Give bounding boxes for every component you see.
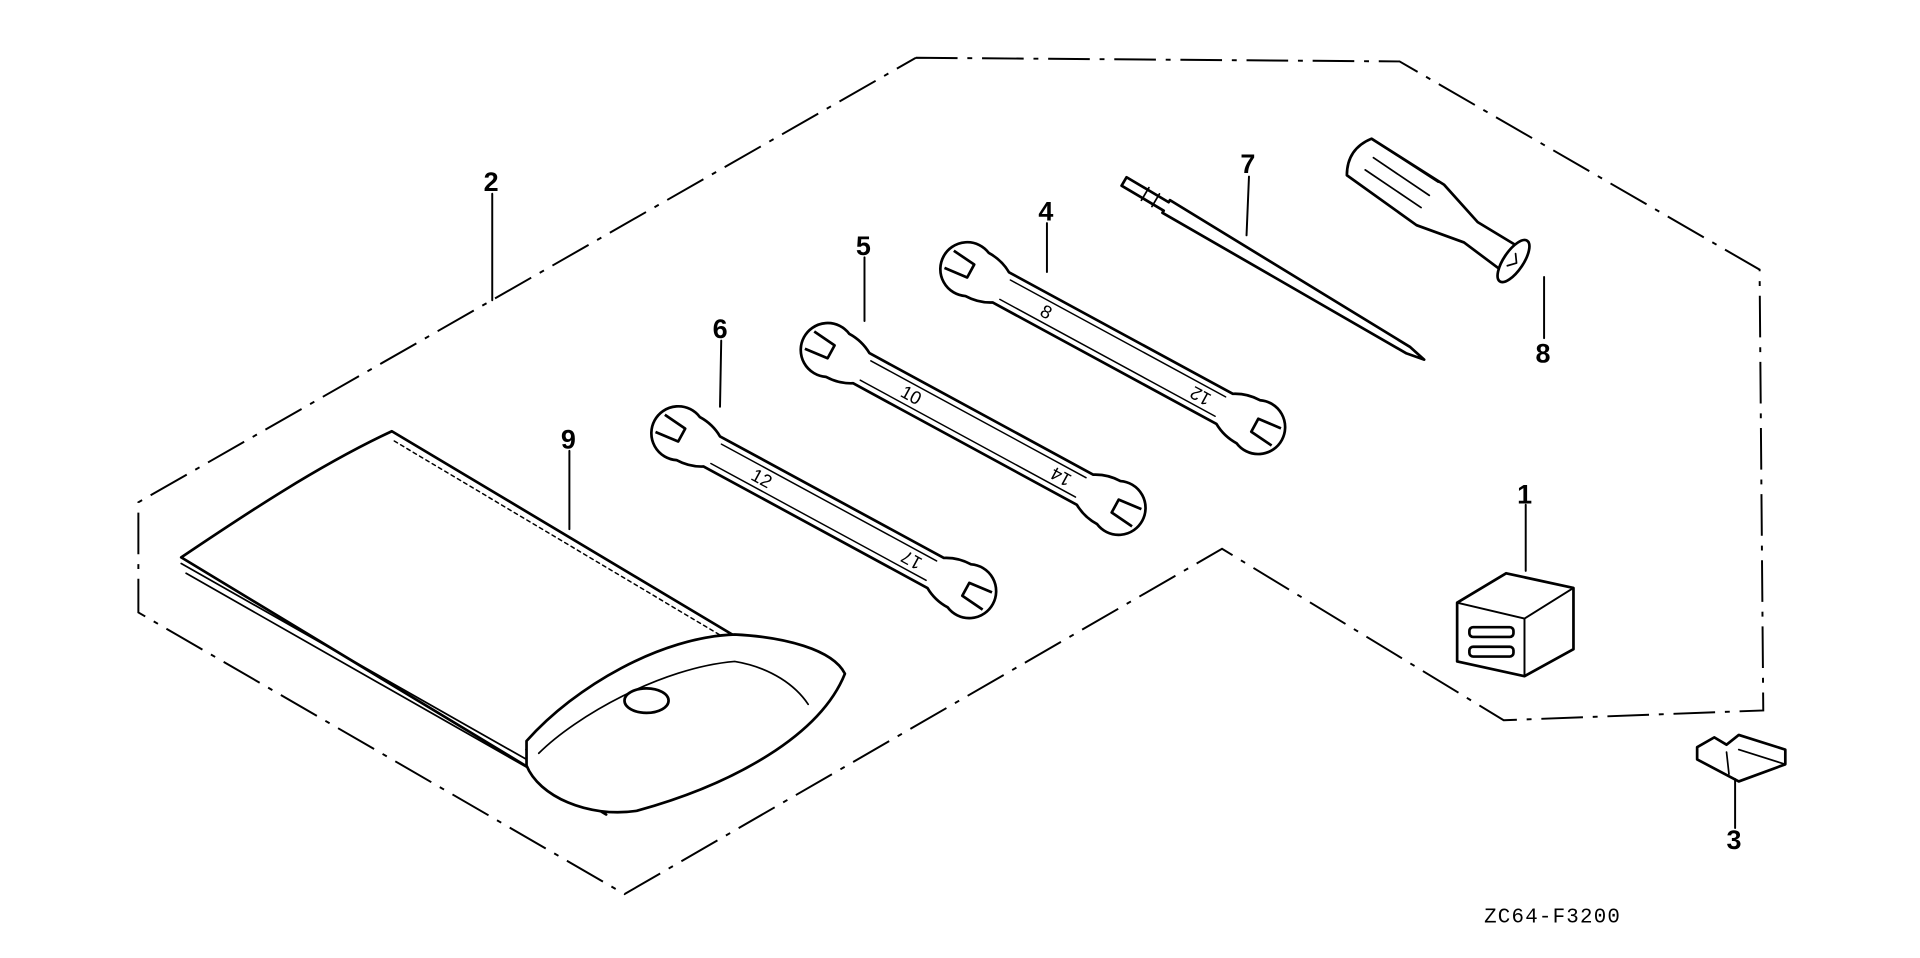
callout-8: 8	[1536, 339, 1551, 369]
screwdriver-shaft	[1120, 175, 1426, 361]
tool-bag	[179, 429, 847, 816]
callout-6: 6	[713, 314, 728, 344]
callout-2: 2	[484, 167, 499, 197]
diagram-code: ZC64-F3200	[1484, 906, 1621, 929]
wrench-6: 12 17	[640, 395, 1008, 630]
callout-5: 5	[856, 231, 871, 261]
callout-3: 3	[1727, 825, 1742, 855]
wrench-5: 10 14	[789, 312, 1157, 546]
callout-7: 7	[1240, 149, 1255, 179]
rubber-cap	[1455, 571, 1575, 678]
callout-1: 1	[1517, 479, 1532, 509]
fuse	[1695, 733, 1787, 783]
callout-4: 4	[1038, 197, 1053, 227]
wrench-4: 8 12	[929, 231, 1297, 465]
screwdriver-handle	[1345, 137, 1531, 284]
assembly-boundary	[137, 56, 1765, 896]
callout-leaders	[491, 175, 1737, 829]
callout-9: 9	[561, 424, 576, 454]
